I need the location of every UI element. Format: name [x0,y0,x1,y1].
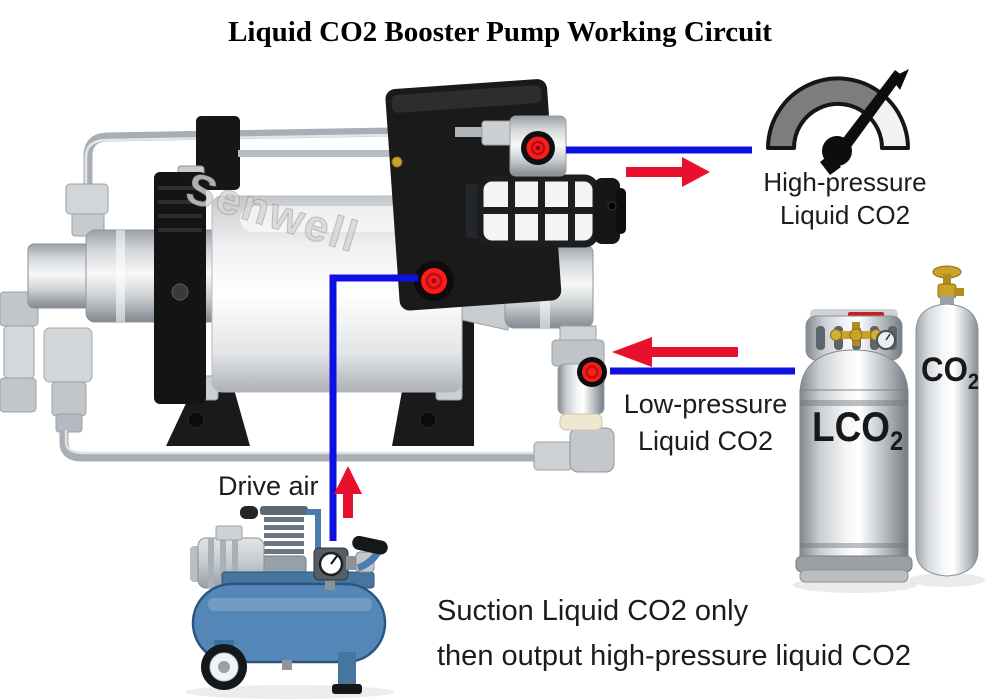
suction-check-valve-right [551,325,607,431]
low-pressure-label-line1: Low-pressure [623,389,788,419]
suction-note: Suction Liquid CO2 only then output high… [437,589,911,679]
booster-pump-illustration: Senwell [0,79,626,473]
dewar-label: LCO2 [812,404,903,457]
low-pressure-label: Low-pressure Liquid CO2 [598,386,813,460]
high-pressure-arrow-icon [626,157,710,187]
muffler [466,174,626,248]
suction-note-line1: Suction Liquid CO2 only [437,595,749,627]
dewar-body [795,349,913,583]
air-inlet-port [414,261,454,301]
co2-gas-cylinder: CO2 [909,265,985,587]
tank-body [915,303,979,577]
compressor-wheel [201,640,362,694]
compressor-handle [352,535,388,572]
low-pressure-arrow-icon [612,337,738,367]
drive-air-flow-line [329,274,418,541]
high-pressure-label: High-pressure Liquid CO2 [742,166,948,232]
brass-plug [391,156,403,168]
tank-valve [932,265,964,308]
lco2-dewar-cylinder: LCO2 [793,309,917,593]
high-pressure-label-line1: High-pressure [763,167,927,197]
left-edge-fittings [0,291,39,413]
page-title: Liquid CO2 Booster Pump Working Circuit [228,16,772,48]
dewar-valve [830,322,896,350]
bottom-loop-pipe [59,427,615,473]
hp-outlet-port [521,131,555,165]
tank-label: CO2 [921,350,979,394]
suction-check-valve-left [43,327,93,433]
pressure-gauge-icon [766,69,910,175]
drive-air-arrow-icon [334,466,362,518]
low-pressure-label-line2: Liquid CO2 [637,426,774,456]
compressor-tank [191,582,387,670]
flow-lines [329,146,795,541]
suction-inlet-port [577,357,607,387]
drive-air-label: Drive air [218,471,319,501]
air-compressor-illustration [185,506,395,699]
hp-outlet-block [455,115,567,177]
suction-note-line2: then output high-pressure liquid CO2 [437,640,911,672]
high-pressure-label-line2: Liquid CO2 [779,200,911,230]
